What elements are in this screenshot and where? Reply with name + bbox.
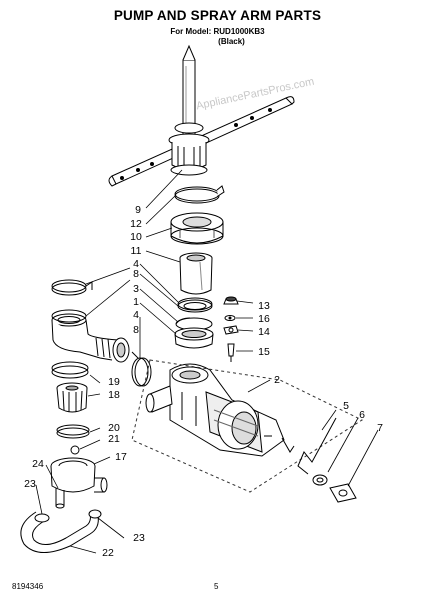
callout-15: 15 — [258, 345, 270, 358]
callout-2: 2 — [274, 373, 280, 386]
clamp-ring-12 — [174, 185, 225, 204]
page-title: PUMP AND SPRAY ARM PARTS — [113, 8, 322, 23]
callout-17: 17 — [115, 450, 127, 463]
callout-6: 6 — [359, 408, 365, 421]
callout-8-top: 8 — [133, 267, 139, 280]
callout-11: 11 — [130, 244, 142, 257]
callout-24: 24 — [32, 457, 44, 470]
ring-8-center — [177, 297, 213, 313]
callout-22: 22 — [102, 546, 114, 559]
ball-21 — [70, 445, 80, 455]
callout-9: 9 — [135, 203, 141, 216]
model-line: For Model: RUD1000KB3 — [170, 27, 265, 36]
leader-lines — [35, 169, 379, 554]
callout-10: 10 — [130, 230, 142, 243]
callout-23-right: 23 — [133, 531, 145, 544]
elbow-3 — [51, 319, 130, 363]
callout-7: 7 — [377, 421, 383, 434]
callout-18: 18 — [108, 388, 120, 401]
ring-20 — [56, 424, 90, 439]
small-parts-right — [223, 296, 239, 362]
callout-1: 1 — [133, 295, 139, 308]
callout-4-top: 4 — [133, 257, 139, 270]
clamps-23 — [34, 509, 102, 523]
callout-13: 13 — [258, 299, 270, 312]
housing-17 — [50, 457, 108, 509]
callout-14: 14 — [258, 325, 270, 338]
callout-23-left: 23 — [24, 477, 36, 490]
callout-16: 16 — [258, 312, 270, 325]
left-ring-stack — [51, 279, 93, 327]
pump-motor-2 — [145, 363, 285, 457]
callout-20: 20 — [108, 421, 120, 434]
document-number: 8194346 — [12, 582, 44, 591]
cylinder-11 — [179, 252, 213, 295]
clamp-4-left — [131, 351, 152, 387]
hose-22 — [20, 511, 99, 553]
color-line: (Black) — [218, 37, 245, 46]
coupling-1 — [174, 327, 214, 349]
wire-5 — [281, 417, 337, 475]
spray-arm — [108, 44, 295, 187]
callout-8-left: 8 — [133, 323, 139, 336]
callout-19: 19 — [108, 375, 120, 388]
impeller-18 — [56, 382, 88, 413]
assembly-boundary — [131, 359, 364, 493]
ring-19 — [51, 361, 89, 379]
hub-10 — [170, 212, 224, 245]
page-number: 5 — [214, 582, 219, 591]
grommet-6 — [312, 474, 328, 486]
callout-3: 3 — [133, 282, 139, 295]
callout-5: 5 — [343, 399, 349, 412]
gasket-7 — [329, 483, 357, 503]
callout-4-left: 4 — [133, 308, 139, 321]
callout-21: 21 — [108, 432, 120, 445]
callout-12: 12 — [130, 217, 142, 230]
